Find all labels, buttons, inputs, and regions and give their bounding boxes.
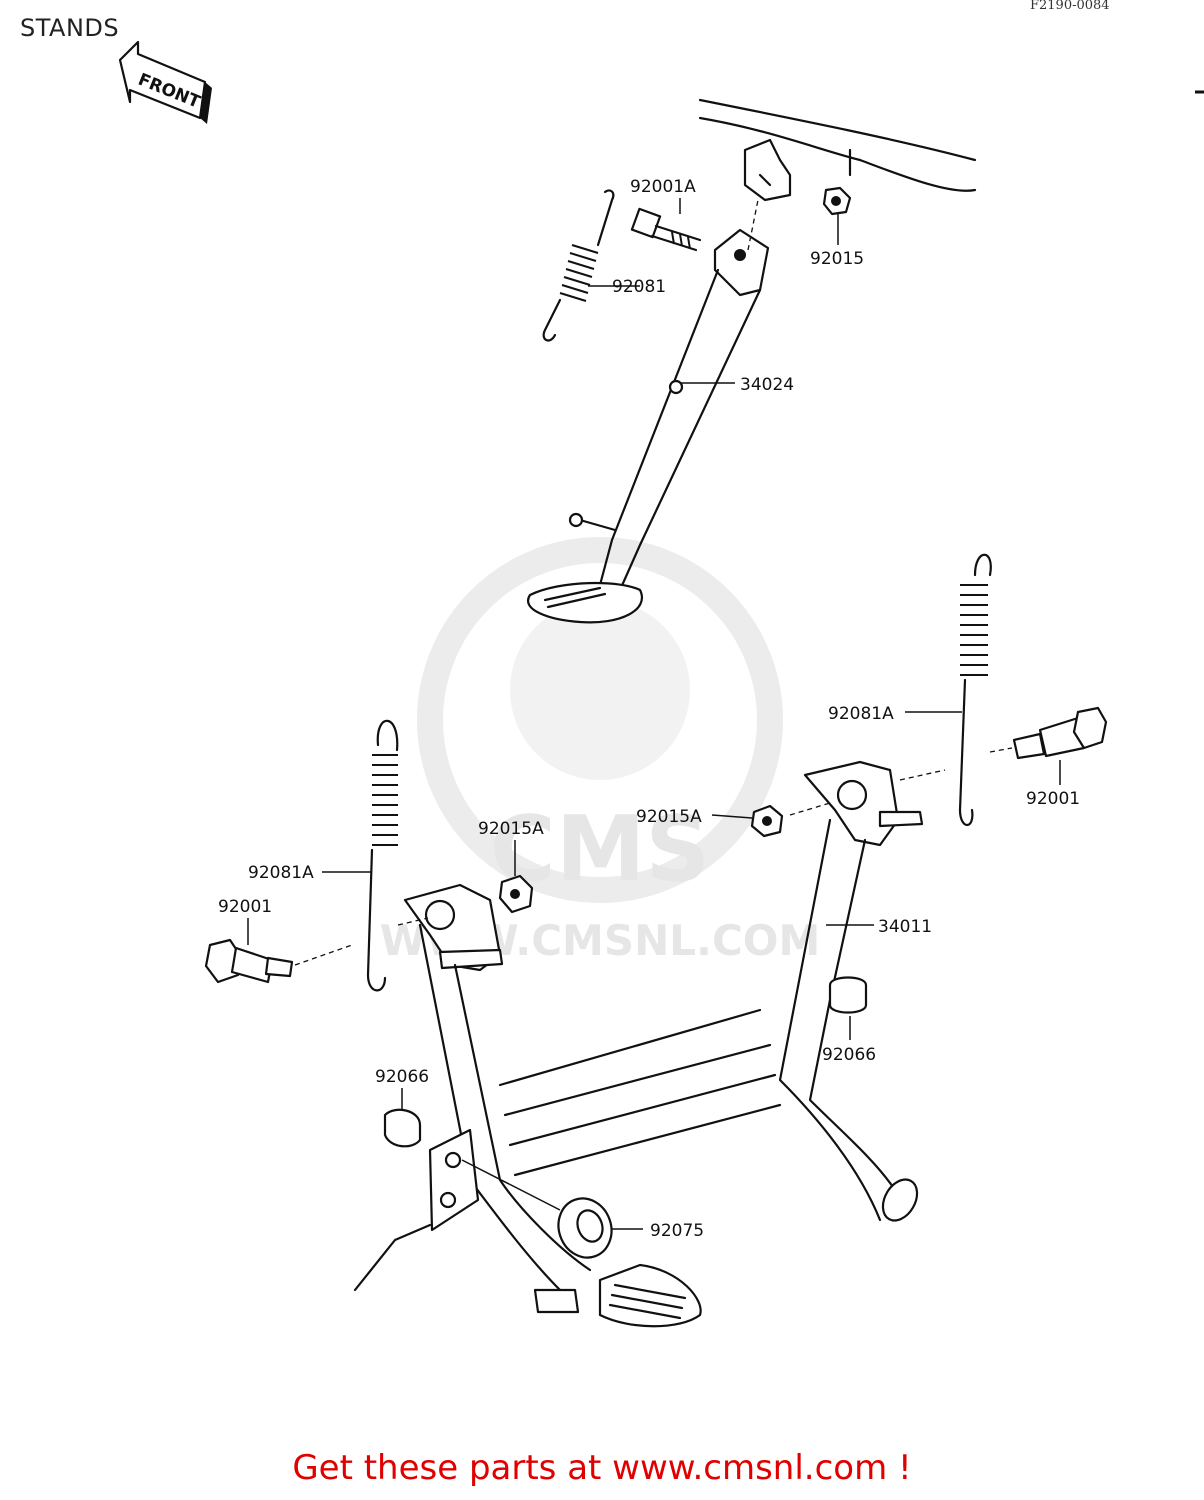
spring-92081a-right: [958, 553, 992, 827]
side-stand-34024: [527, 199, 770, 624]
part-label: 34011: [878, 917, 932, 937]
promo-link[interactable]: Get these parts at www.cmsnl.com !: [292, 1448, 912, 1488]
roller-92075: [461, 1159, 613, 1259]
stopper-92066-right: [828, 976, 868, 1014]
figure-code: F2190-0084: [1030, 0, 1110, 13]
nut-92015a-left: [498, 874, 534, 914]
part-label: 92015: [810, 249, 864, 269]
part-label: 92081A: [248, 863, 314, 883]
stopper-92066-left: [383, 1108, 422, 1148]
center-stand-34011: [353, 760, 946, 1328]
part-label: 92015A: [636, 807, 702, 827]
spring-92081a-left: [366, 719, 399, 992]
bolt-92001a: [630, 207, 702, 252]
part-label: 92001: [218, 897, 272, 917]
part-label: 92001A: [630, 177, 696, 197]
frame-fragment: [698, 90, 1204, 202]
part-label: 92066: [375, 1067, 429, 1087]
part-label: 92081: [612, 277, 666, 297]
front-arrow-icon: FRONT: [118, 40, 212, 124]
part-label: 92075: [650, 1221, 704, 1241]
part-label: 34024: [740, 375, 794, 395]
spring-92081: [542, 189, 615, 342]
leader-lines: [247, 198, 1061, 1230]
nut-92015: [822, 186, 852, 216]
part-label: 92015A: [478, 819, 544, 839]
diagram-title: STANDS: [20, 14, 120, 42]
part-label: 92001: [1026, 789, 1080, 809]
pivot-bolt-92001-left: [204, 938, 353, 984]
pivot-bolt-92001-right: [989, 706, 1108, 760]
part-label: 92081A: [828, 704, 894, 724]
part-labels: 92001A 92015 92081 34024 92081A 92001 92…: [218, 177, 1080, 1241]
part-label: 92066: [822, 1045, 876, 1065]
nut-92015a-right: [750, 799, 841, 838]
